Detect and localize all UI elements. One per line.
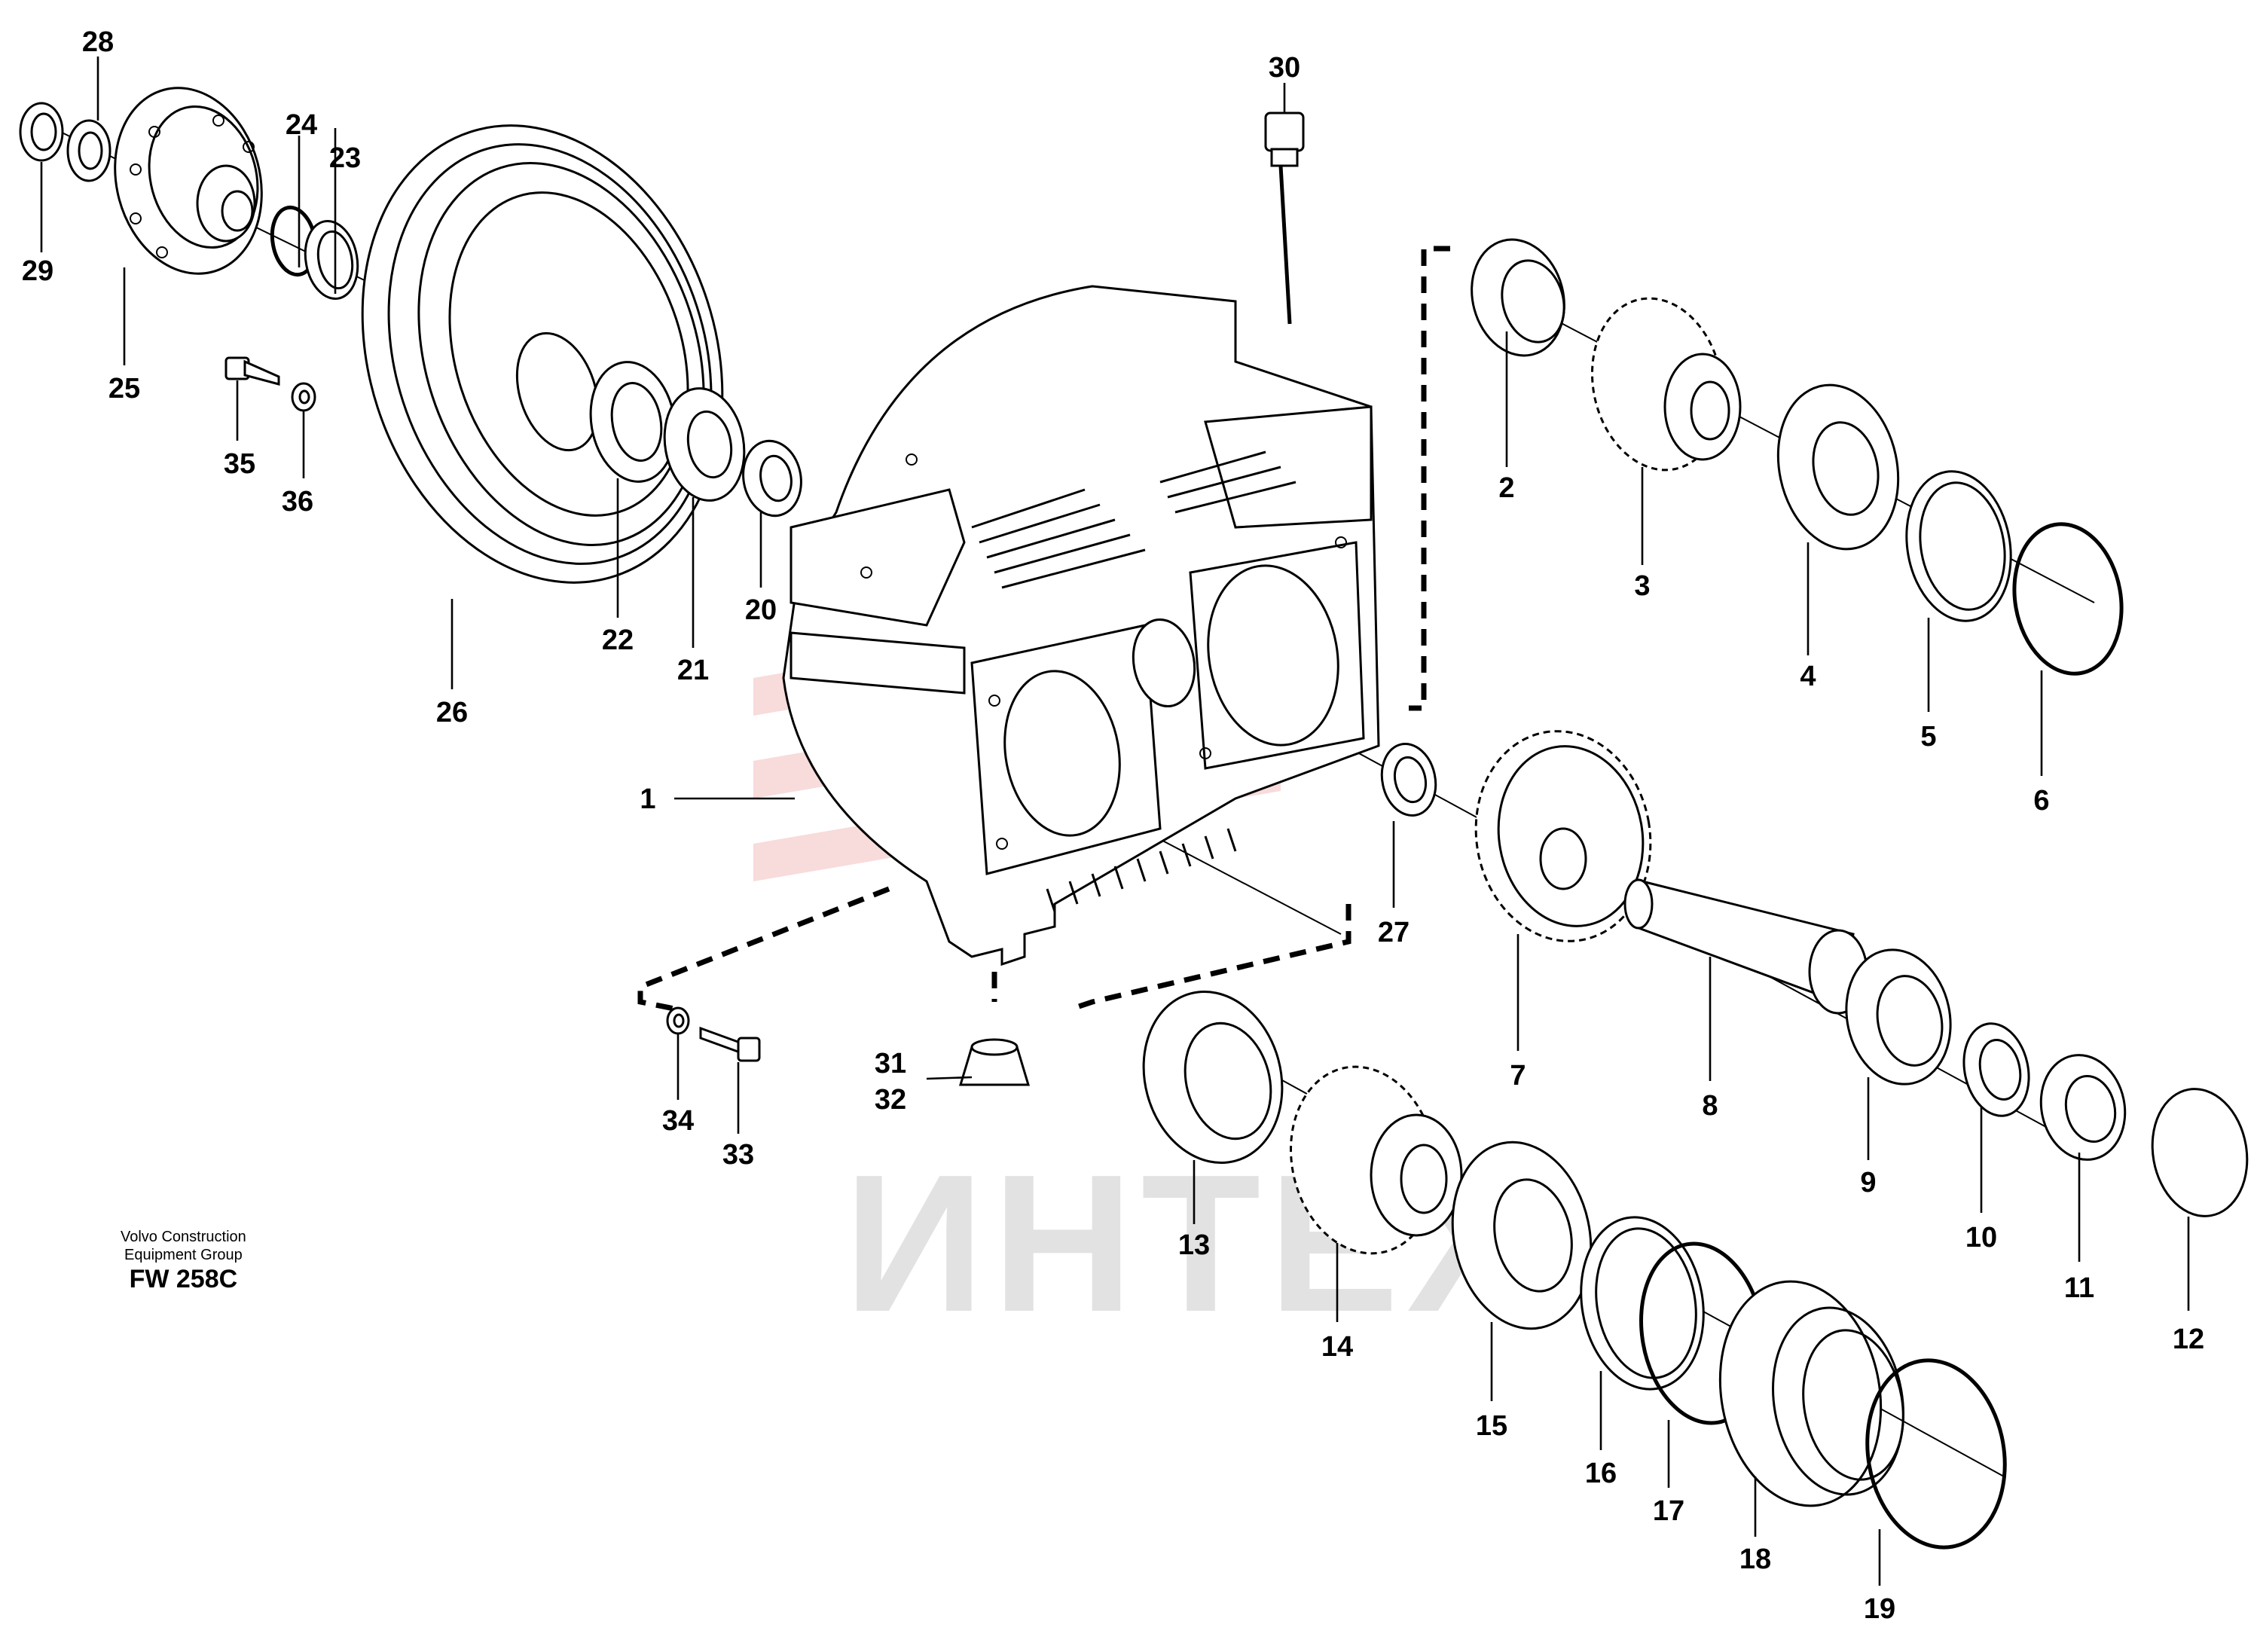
part-19-snap-ring [1865,1358,2007,1550]
callout-34: 34 [662,1105,694,1137]
callout-9: 9 [1860,1167,1876,1199]
part-30-dipstick [1264,111,1305,325]
part-26-pulley [361,124,724,584]
part-27-washer [1380,742,1437,817]
callout-11: 11 [2064,1272,2094,1304]
leader-lines [40,56,2190,1586]
callout-21: 21 [677,655,709,686]
credit-company-line1: Volvo Construction [121,1229,246,1245]
part-3-gear [1590,297,1742,472]
housing-cooling-fins [971,450,1297,589]
callout-35: 35 [224,448,255,480]
part-8-shaft [1623,878,1868,1015]
part-9-bearing [1845,948,1952,1086]
part-28-lock-washer [66,119,111,182]
callout-25: 25 [108,373,140,405]
callout-23: 23 [329,142,361,174]
part-20-seal [742,439,802,518]
part-34-washer [666,1006,690,1035]
credit-company-line2: Equipment Group [124,1247,243,1263]
callout-17: 17 [1653,1495,1684,1527]
part-33-bolt [699,1026,761,1062]
part-31-32-plug [958,1038,1031,1086]
callout-22: 22 [602,624,634,656]
part-4-thrust-bearing [1776,383,1900,551]
callout-32: 32 [875,1084,906,1116]
callout-5: 5 [1920,721,1936,753]
callout-3: 3 [1634,570,1650,602]
part-12-cover-cap [2151,1088,2249,1217]
drawing-credit: Volvo Construction Equipment Group FW 25… [121,1228,246,1294]
part-23-sleeve [304,219,359,301]
callout-6: 6 [2033,785,2049,817]
part-15-thrust-bearing [1451,1141,1593,1330]
part-18-piston [1718,1280,1904,1507]
dashed-assembly-lines [637,246,1450,1012]
callout-26: 26 [436,697,468,728]
part-2-bearing [1471,238,1565,357]
part-11-nut [2039,1054,2127,1161]
callout-18: 18 [1739,1544,1771,1575]
callout-numbers: 1 2 3 4 5 6 7 8 9 10 11 12 13 14 15 16 1… [22,26,2204,1625]
part-5-washer [1905,470,2012,622]
part-25-hub [114,87,263,275]
callout-7: 7 [1510,1060,1526,1092]
callout-31: 31 [875,1048,906,1079]
callout-12: 12 [2173,1324,2204,1355]
part-1-housing [782,285,1380,966]
part-14-gear [1290,1065,1463,1255]
part-7-gear [1474,730,1652,942]
callout-13: 13 [1178,1229,1210,1261]
callout-20: 20 [745,594,777,626]
part-29-seal [19,102,64,162]
callout-10: 10 [1965,1222,1997,1254]
part-13-bearing [1142,991,1284,1164]
callout-33: 33 [722,1139,754,1171]
part-35-bolt [224,356,280,386]
callout-30: 30 [1269,52,1300,84]
callout-19: 19 [1864,1593,1895,1625]
callout-1: 1 [640,783,655,815]
drawing-code: FW 258C [129,1265,238,1293]
part-6-snap-ring [2012,522,2124,676]
callout-4: 4 [1800,661,1816,692]
callout-29: 29 [22,255,53,287]
callout-8: 8 [1702,1090,1718,1122]
callout-16: 16 [1585,1458,1617,1489]
callout-27: 27 [1378,917,1410,948]
callout-15: 15 [1476,1410,1507,1442]
callout-24: 24 [286,109,317,141]
part-21-bearing [663,387,746,502]
callout-14: 14 [1321,1331,1353,1363]
part-36-washer [291,382,316,412]
callout-28: 28 [82,26,114,58]
part-10-lock-washer [1962,1022,2030,1117]
callout-2: 2 [1498,472,1514,504]
callout-36: 36 [282,486,313,518]
